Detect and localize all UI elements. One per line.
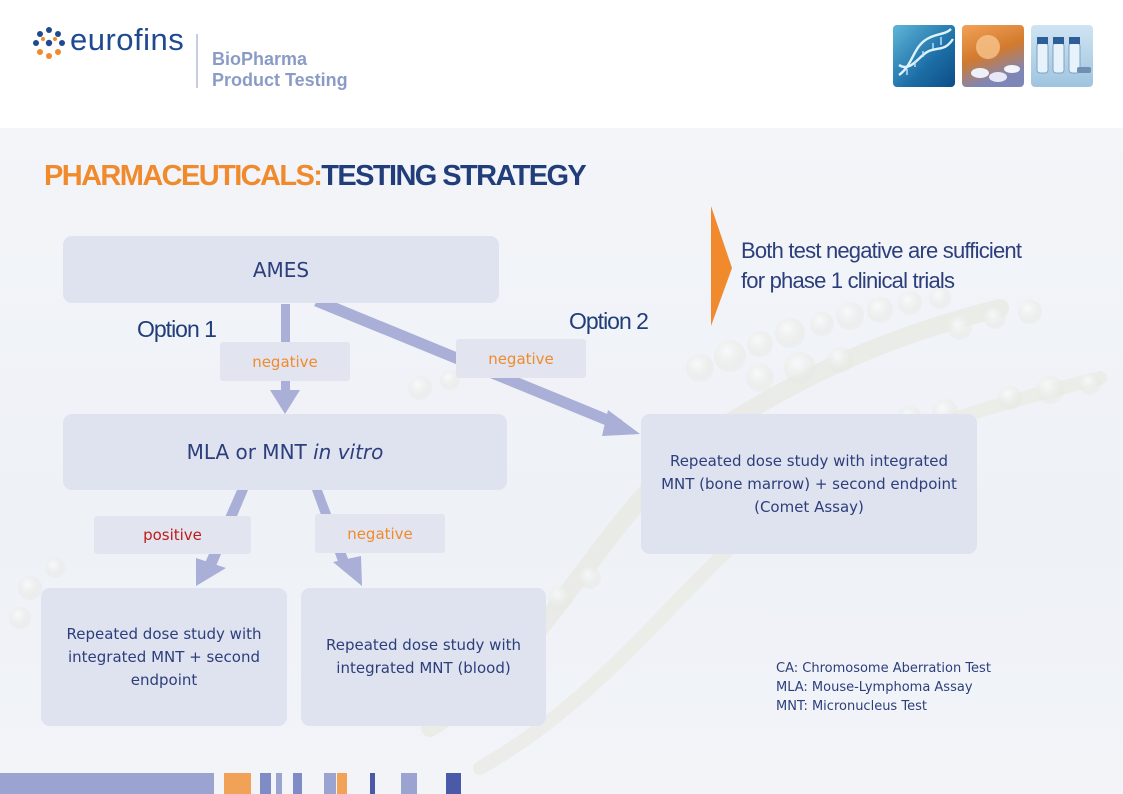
brand-name: eurofins xyxy=(70,22,185,57)
positive-label: positive xyxy=(94,516,251,554)
mla-box: MLA or MNT in vitro xyxy=(63,414,507,490)
option-2-label: Option 2 xyxy=(569,308,649,334)
footer-bar-segment xyxy=(224,773,251,794)
note-line-2: for phase 1 clinical trials xyxy=(741,268,955,293)
footer-bar-segment xyxy=(401,773,417,794)
abbreviation-item: CA: Chromosome Aberration Test xyxy=(776,661,991,676)
negative-label-option2: negative xyxy=(456,339,586,378)
arrow-mla-to-negative-head xyxy=(333,556,362,586)
positive-result-box: Repeated dose study with integrated MNT … xyxy=(41,588,287,726)
abbreviation-legend: CA: Chromosome Aberration Test MLA: Mous… xyxy=(776,659,991,716)
negative-label-option1: negative xyxy=(220,342,350,381)
footer-bar-segment xyxy=(337,773,347,794)
arrow-mla-to-positive-head xyxy=(196,558,226,586)
title-part-1: PHARMACEUTICALS: xyxy=(44,160,323,192)
option2-result-box: Repeated dose study with integrated MNT … xyxy=(641,414,977,554)
ames-label: AMES xyxy=(252,257,310,282)
mla-label-italic: in vitro xyxy=(313,440,384,464)
division-line-1: BioPharma xyxy=(212,49,308,69)
tablets-image xyxy=(962,25,1024,87)
ames-box: AMES xyxy=(63,236,499,303)
footer-bar-segment xyxy=(446,773,461,794)
footer-bar-segment xyxy=(276,773,282,794)
mla-label: MLA or MNT xyxy=(186,440,314,464)
note-line-1: Both test negative are sufficient xyxy=(741,238,1022,263)
page-title: PHARMACEUTICALS:TESTING STRATEGY xyxy=(44,160,587,193)
abbreviation-item: MLA: Mouse-Lymphoma Assay xyxy=(776,680,973,695)
abbreviation-item: MNT: Micronucleus Test xyxy=(776,699,927,714)
orange-chevron-icon xyxy=(711,206,732,326)
negative-result-box: Repeated dose study with integrated MNT … xyxy=(301,588,546,726)
division-name: BioPharma Product Testing xyxy=(212,49,348,91)
note-text: Both test negative are sufficient for ph… xyxy=(741,236,1022,296)
title-part-2: TESTING STRATEGY xyxy=(321,160,586,192)
negative-label-mla: negative xyxy=(315,514,445,553)
vials-image xyxy=(1031,25,1093,87)
arrow-ames-to-mla-head xyxy=(270,390,300,414)
division-line-2: Product Testing xyxy=(212,70,348,90)
footer-bar-segment xyxy=(260,773,271,794)
dna-helix-image xyxy=(893,25,955,87)
eurofins-logo-icon xyxy=(33,27,65,59)
arrow-ames-to-option2-head xyxy=(602,410,640,436)
footer-bar-segment xyxy=(0,773,214,794)
option-1-label: Option 1 xyxy=(137,316,217,342)
footer-bar-segment xyxy=(324,773,336,794)
footer-bar-segment xyxy=(370,773,375,794)
footer-bar-segment xyxy=(293,773,302,794)
header: eurofins BioPharma Product Testing xyxy=(0,0,1123,128)
logo-divider xyxy=(196,34,198,88)
